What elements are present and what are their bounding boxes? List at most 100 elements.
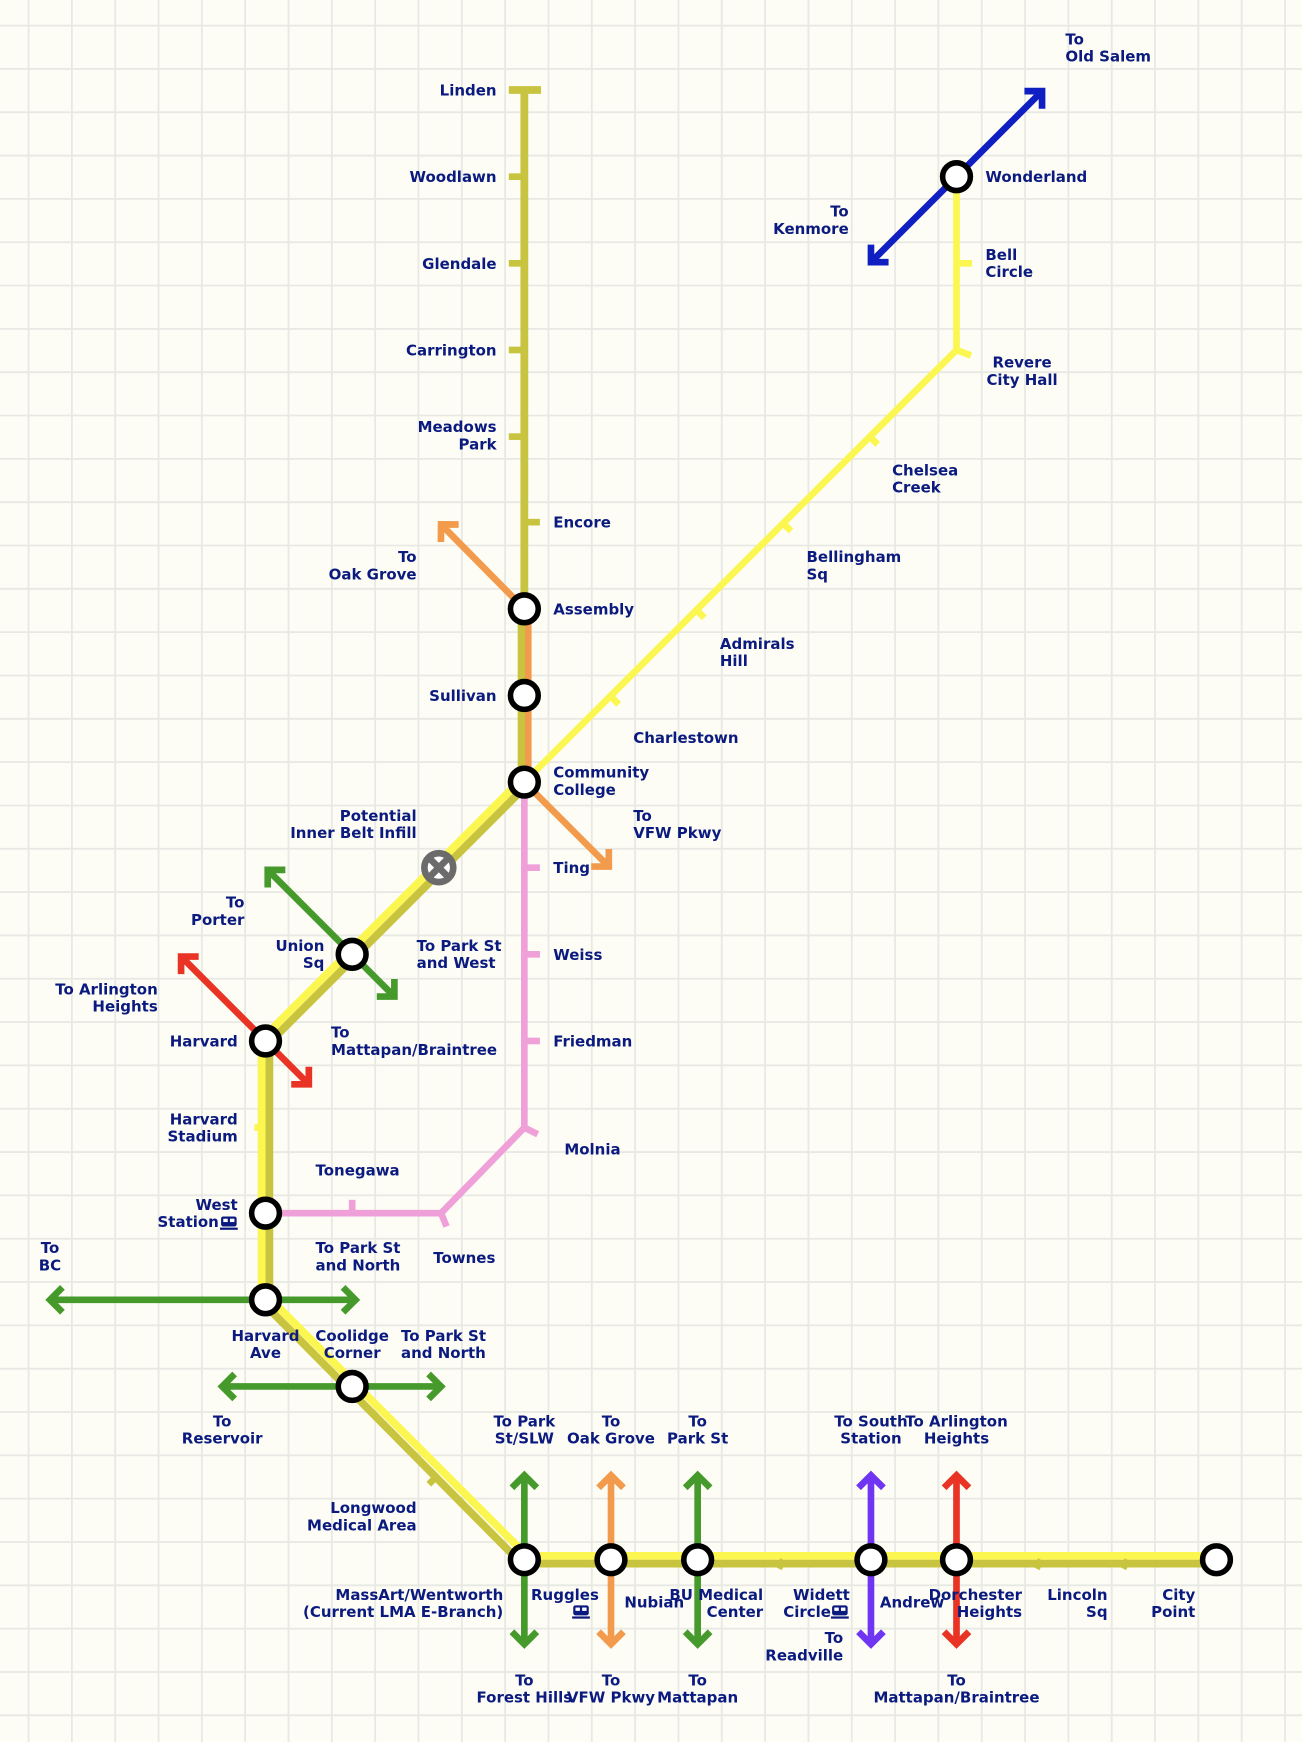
label-harvard: Harvard [170, 1033, 238, 1051]
label-line: To South [834, 1412, 907, 1430]
station-city-point-icon[interactable] [1199, 1543, 1234, 1577]
label-line: MassArt/Wentworth [335, 1586, 503, 1604]
label-line: To [1065, 30, 1084, 48]
station-harvard-ave-icon[interactable] [248, 1283, 283, 1317]
label-line: Andrew [880, 1594, 945, 1612]
label-line: City Hall [986, 371, 1057, 389]
to-arlington-heights-arrow[interactable] [177, 953, 268, 1044]
label-line: Hill [720, 652, 748, 670]
label-line: Medical Area [307, 1516, 417, 1534]
label-line: Ting [553, 859, 590, 877]
station-massart-icon[interactable] [507, 1543, 542, 1577]
label-linden: Linden [440, 82, 497, 100]
label-line: and North [401, 1344, 486, 1362]
label-line: Heights [924, 1430, 989, 1448]
label-line: Encore [553, 514, 611, 532]
station-widett-circle-icon[interactable] [854, 1543, 888, 1577]
label-line: Corner [324, 1344, 382, 1362]
label-carrington: Carrington [406, 342, 497, 360]
to-vfw-pkwy-arrow[interactable] [521, 779, 613, 870]
label-line: Friedman [553, 1033, 632, 1051]
label-line: Chelsea [892, 462, 958, 480]
label-weiss: Weiss [553, 946, 602, 964]
label-line: Bellingham [807, 548, 902, 566]
label-line: To [633, 807, 652, 825]
label-line: St/SLW [495, 1430, 555, 1448]
label-wonderland: Wonderland [985, 168, 1087, 186]
x-circle-icon[interactable] [421, 849, 457, 886]
label-line: Circle [985, 263, 1033, 281]
coolidge-green-arrow[interactable] [217, 1371, 446, 1402]
station-andrew-icon[interactable] [939, 1543, 974, 1577]
label-line: Linden [440, 82, 497, 100]
label-line: To [398, 548, 417, 566]
label-molnia: Molnia [564, 1140, 620, 1158]
label-line: Forest Hills [477, 1689, 573, 1707]
yellow-tick [780, 520, 794, 534]
to-oak-grove-arrow[interactable] [437, 521, 527, 612]
station-union-sq-icon[interactable] [335, 937, 369, 971]
label-line: Mattapan/Braintree [873, 1689, 1039, 1707]
label-line: Harvard [231, 1327, 299, 1345]
yellow-tick [694, 607, 707, 621]
harvard-ave-green-arrow[interactable] [45, 1285, 361, 1315]
label-line: Oak Grove [329, 565, 417, 583]
label-line: Ave [250, 1344, 281, 1362]
yellow-tick [608, 694, 622, 707]
train-icon [219, 1216, 238, 1230]
label-line: Mattapan/Braintree [331, 1041, 497, 1059]
label-line: To [947, 1671, 966, 1689]
to-porter-arrow[interactable] [264, 866, 355, 957]
station-harvard-icon[interactable] [248, 1024, 283, 1058]
label-line: Sq [1086, 1603, 1108, 1621]
label-line: Sq [303, 954, 325, 972]
trunk-tick [1033, 1558, 1044, 1571]
label-line: Harvard [170, 1033, 238, 1051]
station-wonderland-icon[interactable] [939, 160, 974, 194]
label-line: Carrington [406, 342, 497, 360]
label-line: To [825, 1629, 844, 1647]
label-line: To [830, 203, 849, 221]
station-coolidge-corner-icon[interactable] [335, 1369, 369, 1404]
label-line: To Park St [401, 1327, 486, 1345]
molnia-tick [522, 1124, 540, 1138]
station-community-college-icon[interactable] [507, 765, 542, 799]
label-line: Bell [985, 246, 1017, 264]
station-sullivan-icon[interactable] [507, 678, 542, 713]
label-charlestown: Charlestown [633, 729, 738, 747]
label-line: Heights [957, 1603, 1022, 1621]
label-line: Community [553, 764, 649, 782]
label-line: To [602, 1671, 621, 1689]
label-line: To [602, 1412, 621, 1430]
to-old-salem-arrow[interactable] [954, 87, 1046, 180]
station-west-station-icon[interactable] [248, 1196, 283, 1230]
label-line: To Park St [417, 937, 502, 955]
yellow-line-trunk [259, 776, 525, 1041]
to-kenmore-arrow[interactable] [867, 174, 959, 266]
label-woodlawn: Woodlawn [410, 168, 497, 186]
label-line: To [688, 1412, 707, 1430]
station-ruggles-icon[interactable] [594, 1543, 628, 1577]
label-massart: MassArt/Wentworth(Current LMA E-Branch) [303, 1586, 503, 1621]
station-nubian-icon[interactable] [680, 1543, 715, 1577]
station-assembly-icon[interactable] [507, 592, 542, 626]
label-nubian: Nubian [624, 1594, 684, 1612]
